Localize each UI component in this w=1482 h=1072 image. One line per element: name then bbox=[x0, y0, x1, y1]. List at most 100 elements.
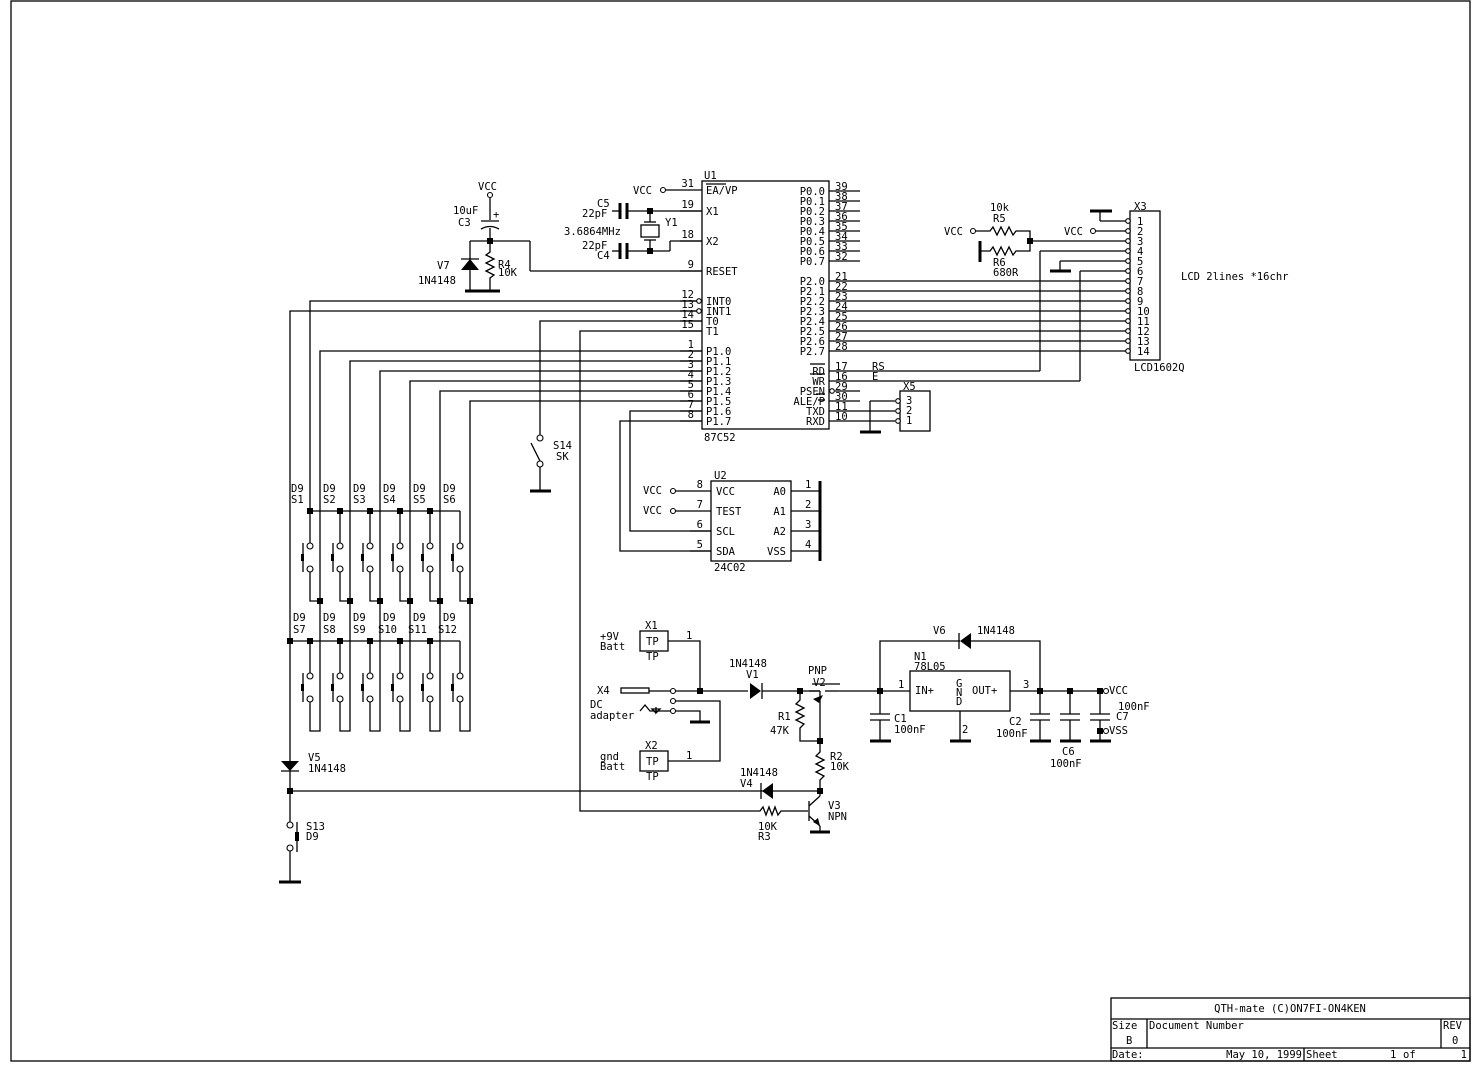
u1-pin-number: 18 bbox=[681, 229, 694, 241]
u2-ref: U2 bbox=[714, 470, 727, 482]
vcc-label: VCC bbox=[1109, 685, 1128, 697]
switch-value: D9 bbox=[293, 612, 306, 624]
c6-val: 100nF bbox=[1050, 758, 1082, 770]
sheet-value: 1 bbox=[1390, 1049, 1396, 1061]
u1-pin-name: P2.3 bbox=[800, 306, 825, 318]
keypad-wire bbox=[429, 572, 440, 602]
u1-pin-number: 17 bbox=[835, 361, 848, 373]
x1-body: TP bbox=[646, 636, 659, 648]
x4-desc2: adapter bbox=[590, 710, 634, 722]
switch-contact bbox=[306, 672, 314, 680]
u1-pin-name: P1.1 bbox=[706, 356, 731, 368]
x5-pin-3: 3 bbox=[906, 395, 912, 407]
switch-ref: S12 bbox=[438, 624, 457, 636]
x3-pin-circle bbox=[1125, 248, 1131, 254]
u2-pin-number: 5 bbox=[697, 539, 703, 551]
u1-pin-name: P0.4 bbox=[800, 226, 825, 238]
r6-ref: R6 bbox=[993, 257, 1006, 269]
n1-gnd-d: D bbox=[956, 696, 962, 708]
switch-ref: S10 bbox=[378, 624, 397, 636]
u1-pin-name: INT1 bbox=[706, 306, 731, 318]
vss-label: VSS bbox=[1109, 725, 1128, 737]
u1-pin-name: WR bbox=[812, 376, 825, 388]
v1-ref: V1 bbox=[746, 669, 759, 681]
x3-pin-number: 13 bbox=[1137, 336, 1150, 348]
vcc-label: VCC bbox=[944, 226, 963, 238]
lcd-note: LCD 2lines *16chr bbox=[1181, 271, 1288, 283]
x3-pin-circle bbox=[1125, 298, 1131, 304]
u1-pin-number: 30 bbox=[835, 391, 848, 403]
keypad-wire bbox=[399, 601, 411, 732]
crystal-circuit: C5 22pF Y1 3.6864MHz 22pF C4 bbox=[564, 198, 702, 262]
regulator-circuit: V6 1N4148 N1 78L05 IN+ OUT+ G N D 1 2 3 … bbox=[870, 625, 1150, 770]
c1-val: 100nF bbox=[894, 724, 926, 736]
u1-pin-name: P1.0 bbox=[706, 346, 731, 358]
x4-ref: X4 bbox=[597, 685, 610, 697]
keypad-wiring: S14 SK D9S1D9S2D9S3D9S4D9S5D9S6D9S7D9S8D… bbox=[287, 298, 752, 812]
switch-contact bbox=[396, 695, 404, 703]
size-label: Size bbox=[1112, 1020, 1137, 1032]
u2-eeprom: U2 24C02 8VCC7TEST6SCL5SDAA01A12A23VSS4 … bbox=[619, 410, 822, 574]
x2-val: TP bbox=[646, 771, 659, 783]
u2-pin-name: VSS bbox=[767, 546, 786, 558]
u1-pin-name: P0.3 bbox=[800, 216, 825, 228]
c6-ref: C6 bbox=[1062, 746, 1075, 758]
u1-pin-name: P0.5 bbox=[800, 236, 825, 248]
u1-pin-number: 9 bbox=[688, 259, 694, 271]
keypad-wire bbox=[339, 601, 351, 732]
u2-pin-number: 1 bbox=[805, 479, 811, 491]
switch-contact bbox=[426, 542, 434, 550]
reset-circuit: VCC + 10uF C3 V7 1N4148 R4 10K bbox=[418, 181, 702, 293]
date-label: Date: bbox=[1112, 1049, 1144, 1061]
r4-val: 10K bbox=[498, 267, 518, 279]
switch-value: D9 bbox=[353, 612, 366, 624]
switch-contact bbox=[336, 695, 344, 703]
x3-pin-number: 12 bbox=[1137, 326, 1150, 338]
u1-pin-number: 31 bbox=[681, 178, 694, 190]
keypad-wire bbox=[369, 572, 380, 602]
doc-number-label: Document Number bbox=[1149, 1020, 1244, 1032]
lcd-connector: X3 LCD1602Q LCD 2lines *16chr 1234567891… bbox=[829, 201, 1288, 382]
u1-pin-number: 15 bbox=[681, 319, 694, 331]
x2-ref: X2 bbox=[645, 740, 658, 752]
power-input: X1 TP TP +9V Batt 1 X4 DC adapter X2 TP … bbox=[590, 620, 880, 843]
keypad-wire bbox=[399, 572, 410, 602]
u1-pin-number: 35 bbox=[835, 221, 848, 233]
switch-button bbox=[331, 554, 334, 561]
u1-pin-name: X2 bbox=[706, 236, 719, 248]
x2-pin: 1 bbox=[686, 750, 692, 762]
keypad-wire bbox=[369, 601, 381, 732]
u1-pin-name: P2.5 bbox=[800, 326, 825, 338]
switch-contact bbox=[336, 672, 344, 680]
u2-pin-name: A1 bbox=[773, 506, 786, 518]
n1-pin1: 1 bbox=[898, 679, 904, 691]
u1-pin-name: P0.1 bbox=[800, 196, 825, 208]
rev-value: 0 bbox=[1452, 1035, 1458, 1047]
serial-connector-x5: X5 3 2 1 bbox=[829, 381, 931, 434]
s14-val: SK bbox=[556, 451, 569, 463]
u1-pin-number: 19 bbox=[681, 199, 694, 211]
u1-ref: U1 bbox=[704, 170, 717, 182]
x4-desc1: DC bbox=[590, 699, 603, 711]
keypad-wire bbox=[429, 601, 441, 732]
s13-ref: S13 bbox=[306, 821, 325, 833]
u1-pin-name: T0 bbox=[706, 316, 719, 328]
x3-pin-number: 7 bbox=[1137, 276, 1143, 288]
switch-contact bbox=[426, 695, 434, 703]
u2-pin-name: A0 bbox=[773, 486, 786, 498]
u1-pin-number: 10 bbox=[835, 411, 848, 423]
c3-val: 10uF bbox=[453, 205, 478, 217]
switch-ref: S4 bbox=[383, 494, 396, 506]
c2-ref: C2 bbox=[1009, 716, 1022, 728]
switch-ref: S9 bbox=[353, 624, 366, 636]
n1-ref: N1 bbox=[914, 651, 927, 663]
u1-pin-name: T1 bbox=[706, 326, 719, 338]
switch-value: D9 bbox=[323, 612, 336, 624]
x3-pin-circle bbox=[1125, 338, 1131, 344]
u1-pin-number: 26 bbox=[835, 321, 848, 333]
switch-button bbox=[361, 554, 364, 561]
u1-pin-name: TXD bbox=[806, 406, 825, 418]
x1-val: TP bbox=[646, 651, 659, 663]
switch-ref: S7 bbox=[293, 624, 306, 636]
u1-pin-number: 38 bbox=[835, 191, 848, 203]
